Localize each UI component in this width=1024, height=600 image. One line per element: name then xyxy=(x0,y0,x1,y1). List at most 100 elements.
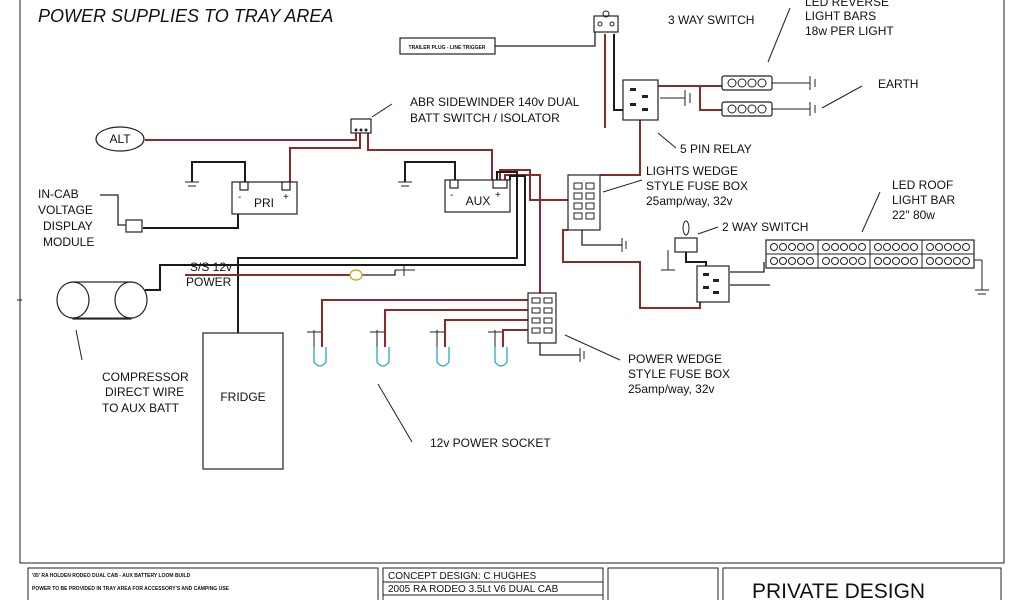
led-cell xyxy=(858,243,866,251)
aux-lights-fuse-wire xyxy=(499,169,568,201)
three-way-switch-label: 3 WAY SWITCH xyxy=(668,13,754,27)
lights-fuse-label-1: LIGHTS WEDGE xyxy=(646,164,738,178)
led-cell xyxy=(840,257,848,265)
led-cell xyxy=(901,257,909,265)
led-cell xyxy=(806,243,814,251)
primary-battery-icon: - + xyxy=(231,181,298,215)
switch-relay-wire-black xyxy=(613,34,626,111)
title-block-project: '05' RA HOLDEN RODEO DUAL CAB - AUX BATT… xyxy=(32,573,191,579)
led-cell xyxy=(926,243,934,251)
isolator-icon xyxy=(350,118,372,134)
relay-pointer xyxy=(657,132,677,149)
compressor-label-1: COMPRESSOR xyxy=(102,370,189,384)
led-cell xyxy=(849,257,857,265)
led-reverse-label-3: 18w PER LIGHT xyxy=(805,24,894,38)
trailer-plug-box xyxy=(399,37,496,55)
three-way-switch-icon xyxy=(593,10,619,33)
led-cell xyxy=(788,243,796,251)
led-cell xyxy=(831,257,839,265)
led-cell xyxy=(874,257,882,265)
power-fuse-socket-wire-1 xyxy=(321,299,528,347)
led-cell xyxy=(926,257,934,265)
led-reverse-label-2: LIGHT BARS xyxy=(805,9,876,23)
led-cell xyxy=(840,243,848,251)
led-reverse-label-1: LED REVERSE xyxy=(805,0,889,9)
fridge-icon xyxy=(202,332,284,470)
reverse-light-bar-icon xyxy=(721,75,816,117)
two-way-switch-label: 2 WAY SWITCH xyxy=(722,220,808,234)
incab-label-3: DISPLAY xyxy=(43,219,93,233)
diagram-title: POWER SUPPLIES TO TRAY AREA xyxy=(38,6,333,26)
reverse-relay-icon xyxy=(622,79,691,121)
svg-text:+: + xyxy=(495,190,501,201)
compressor-icon xyxy=(56,281,148,320)
led-cell xyxy=(910,257,918,265)
led-cell xyxy=(935,257,943,265)
lights-fuse-roof-relay-wire xyxy=(562,229,701,309)
led-cell xyxy=(831,243,839,251)
led-cell xyxy=(962,257,970,265)
led-cell xyxy=(797,243,805,251)
led-roof-label-1: LED ROOF xyxy=(892,178,953,192)
relay-reverse-wire xyxy=(650,85,722,111)
abr-label-2: BATT SWITCH / ISOLATOR xyxy=(410,111,560,125)
socket-pointer xyxy=(377,383,413,443)
incab-label-2: VOLTAGE xyxy=(38,203,93,217)
drawing-border xyxy=(19,0,1005,564)
led-cell xyxy=(953,257,961,265)
roof-relay-icon xyxy=(696,265,730,303)
abr-label-1: ABR SIDEWINDER 140v DUAL xyxy=(410,95,580,109)
led-cell xyxy=(944,243,952,251)
led-cell xyxy=(953,243,961,251)
lights-fuse-label-2: STYLE FUSE BOX xyxy=(646,179,748,193)
led-cell xyxy=(779,243,787,251)
led-cell xyxy=(883,243,891,251)
title-block xyxy=(20,562,1004,600)
aux-fridge-wire xyxy=(237,171,518,333)
led-cell xyxy=(892,257,900,265)
pri-earth-icon xyxy=(185,181,199,187)
alternator-icon xyxy=(95,126,145,152)
led-cell xyxy=(874,243,882,251)
led-roof-bar-icon xyxy=(765,239,975,269)
power-fuse-label-3: 25amp/way, 32v xyxy=(628,382,715,396)
led-cell xyxy=(806,257,814,265)
ss-label-2: POWER xyxy=(186,275,232,289)
led-cell xyxy=(910,243,918,251)
ss-label-1: S/S 12v xyxy=(190,260,232,274)
incab-label-4: MODULE xyxy=(43,235,94,249)
led-cell xyxy=(849,243,857,251)
power-socket-icon xyxy=(307,330,508,367)
concept-design-label: CONCEPT DESIGN: C HUGHES xyxy=(388,571,536,582)
led-roof-label-2: LIGHT BAR xyxy=(892,193,955,207)
trailer-plug-label: TRAILER PLUG - LINE TRIGGER xyxy=(409,45,486,51)
voltage-display-icon xyxy=(125,219,143,233)
led-cell xyxy=(883,257,891,265)
led-cell xyxy=(770,257,778,265)
svg-text:-: - xyxy=(450,190,453,201)
isolator-pri-wire xyxy=(289,133,361,182)
power-fuse-box-icon xyxy=(527,292,585,362)
fridge-label: FRIDGE xyxy=(220,390,265,404)
compressor-label-2: DIRECT WIRE xyxy=(105,385,184,399)
display-module-wire xyxy=(143,210,239,229)
compressor-label-3: TO AUX BATT xyxy=(102,401,180,415)
led-cell xyxy=(779,257,787,265)
trailer-trigger-wire xyxy=(495,30,596,47)
led-cell xyxy=(788,257,796,265)
two-way-switch-icon xyxy=(661,220,698,271)
isolator-aux-wire xyxy=(367,133,493,180)
led-cell xyxy=(935,243,943,251)
power-fuse-label-2: STYLE FUSE BOX xyxy=(628,367,730,381)
svg-text:-: - xyxy=(238,192,241,203)
title-block-description: POWER TO BE PROVIDED IN TRAY AREA FOR AC… xyxy=(32,586,230,592)
led-roof-label-3: 22" 80w xyxy=(892,208,935,222)
aux-compressor-wire xyxy=(145,175,526,291)
alt-label: ALT xyxy=(109,132,131,146)
power-fuse-label-1: POWER WEDGE xyxy=(628,352,722,366)
lights-fuse-label-3: 25amp/way, 32v xyxy=(646,194,733,208)
socket-label: 12v POWER SOCKET xyxy=(430,436,551,450)
pri-label: PRI xyxy=(254,196,274,210)
